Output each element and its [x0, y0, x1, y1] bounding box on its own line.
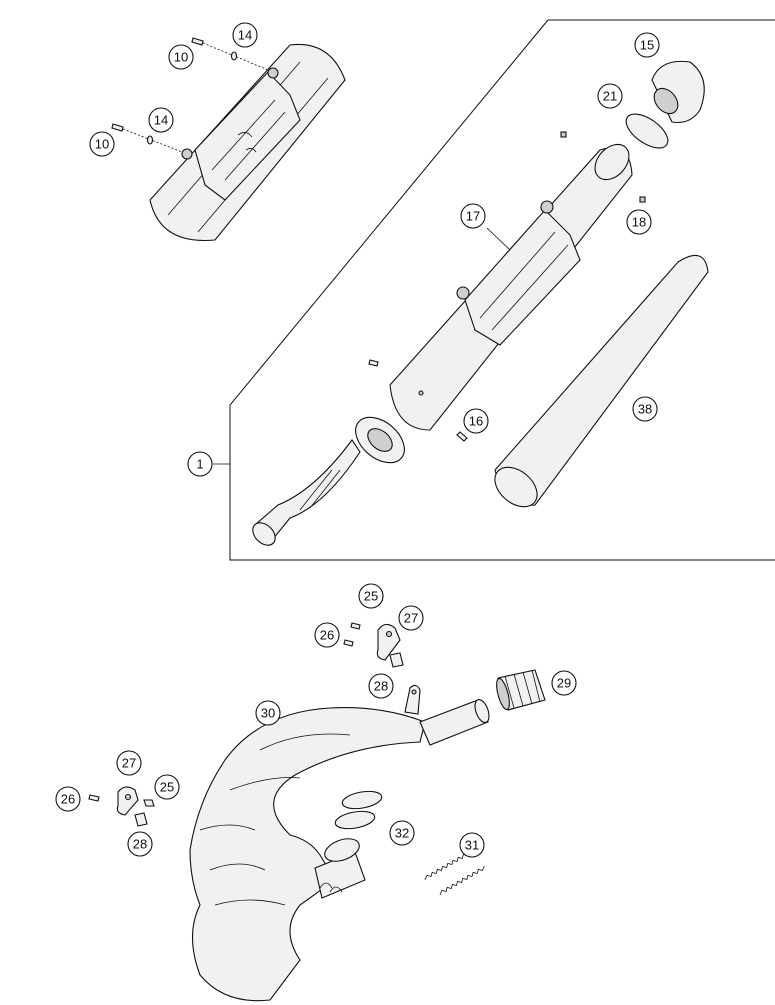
- nut-18-lower: [639, 196, 646, 203]
- silencer-flange-inner: [367, 428, 393, 452]
- upper-bracket-27: [376, 623, 401, 661]
- packing-end: [494, 466, 538, 508]
- callout-28-lower-label: 28: [133, 837, 147, 852]
- header-mount-tab: [404, 684, 421, 715]
- callout-32-label: 32: [395, 826, 409, 841]
- callout-31-label: 31: [465, 838, 479, 853]
- silencer: [252, 143, 633, 546]
- end-cap-spigot: [653, 87, 679, 115]
- callout-25-lower-label: 25: [160, 780, 174, 795]
- spring-31-lower: [439, 865, 485, 896]
- callout-14-upper-label: 14: [238, 28, 252, 43]
- callout-32: 32: [389, 820, 415, 846]
- callout-26-upper: 26: [314, 622, 340, 648]
- inset-bolt-head-lower: [181, 148, 193, 160]
- callout-25-upper: 25: [358, 583, 384, 609]
- callout-14-lower: 14: [148, 107, 174, 133]
- silencer-packing: [494, 254, 709, 508]
- o-ring-32-lower: [334, 810, 376, 830]
- callout-21: 21: [597, 83, 623, 109]
- upper-bracket-hole: [385, 630, 393, 638]
- callout-18-label: 18: [632, 215, 646, 230]
- lower-bracket-hole: [124, 793, 132, 801]
- silencer-end-cap: [594, 143, 630, 181]
- nut-18-upper: [560, 131, 567, 138]
- lower-nut-25: [143, 799, 155, 807]
- callout-17-label: 17: [466, 209, 480, 224]
- inset-screw-lower: [111, 123, 124, 132]
- header-outlet-opening: [474, 698, 490, 724]
- upper-mount-hardware: [343, 622, 404, 668]
- leader-lines: [213, 227, 511, 465]
- lower-bracket-27: [116, 786, 139, 816]
- silencer-rivet: [418, 390, 424, 396]
- callout-17: 17: [460, 203, 486, 229]
- header-pipe: [189, 684, 490, 1002]
- callout-26-lower: 26: [55, 786, 81, 812]
- callout-27-lower-label: 27: [122, 756, 136, 771]
- callout-16-label: 16: [469, 414, 483, 429]
- inset-washer-upper: [230, 51, 238, 61]
- callout-27-upper: 27: [398, 605, 424, 631]
- upper-screw-25: [350, 622, 361, 630]
- callout-1: 1: [187, 451, 213, 477]
- callout-30: 30: [255, 700, 281, 726]
- callout-38-label: 38: [638, 402, 652, 417]
- callout-21-label: 21: [603, 89, 617, 104]
- silencer-bracket: [464, 209, 581, 346]
- callout-29: 29: [551, 670, 577, 696]
- rubber-sleeve-end: [496, 677, 510, 711]
- inset-bolt-head-upper: [267, 67, 279, 79]
- silencer-inlet-opening: [252, 522, 276, 546]
- callout-28-lower: 28: [127, 831, 153, 857]
- lower-clip-28: [134, 812, 148, 827]
- callout-14-upper: 14: [232, 22, 258, 48]
- lower-screw-26: [88, 794, 100, 802]
- upper-clip-28: [389, 652, 404, 668]
- callout-15-label: 15: [640, 38, 654, 53]
- callout-10-upper: 10: [168, 44, 194, 70]
- spring-31-upper: [424, 850, 470, 881]
- callout-26-upper-label: 26: [320, 628, 334, 643]
- screw-16-part: [456, 431, 468, 442]
- callout-14-lower-label: 14: [154, 113, 168, 128]
- header-outlet-sleeve: [419, 699, 489, 746]
- inset-screw-upper: [191, 37, 204, 46]
- rubber-sleeve: [496, 669, 546, 711]
- callout-16: 16: [463, 408, 489, 434]
- callout-30-label: 30: [261, 706, 275, 721]
- callout-28-upper: 28: [368, 673, 394, 699]
- callout-18: 18: [626, 209, 652, 235]
- inset-washer-lower: [146, 135, 154, 145]
- silencer-small-screw: [368, 359, 379, 367]
- o-ring-32-upper: [341, 790, 383, 810]
- callout-27-upper-label: 27: [404, 611, 418, 626]
- header-pipe-body: [189, 707, 426, 1002]
- clamp-detail-inset: [111, 37, 346, 242]
- callout-10-lower: 10: [89, 131, 115, 157]
- callout-1-label: 1: [196, 457, 203, 472]
- callout-10-upper-label: 10: [174, 50, 188, 65]
- o-ring-21: [625, 113, 669, 149]
- header-mount-hole: [411, 689, 417, 695]
- callout-15: 15: [634, 32, 660, 58]
- upper-screw-26: [343, 639, 354, 647]
- end-cap: [651, 60, 705, 124]
- silencer-assembly-frame: [229, 19, 775, 561]
- callout-10-lower-label: 10: [95, 137, 109, 152]
- callout-38: 38: [632, 396, 658, 422]
- callout-26-lower-label: 26: [61, 792, 75, 807]
- callout-25-lower: 25: [154, 774, 180, 800]
- lower-mount-hardware: [88, 786, 155, 827]
- callout-27-lower: 27: [116, 750, 142, 776]
- silencer-inlet-pipe: [255, 439, 361, 546]
- callout-29-label: 29: [557, 676, 571, 691]
- header-inlet-flange: [324, 838, 360, 862]
- callout-28-upper-label: 28: [374, 679, 388, 694]
- callout-31: 31: [459, 832, 485, 858]
- silencer-bolt-head-lower: [456, 286, 470, 300]
- silencer-bolt-head-upper: [540, 200, 554, 214]
- callout-25-upper-label: 25: [364, 589, 378, 604]
